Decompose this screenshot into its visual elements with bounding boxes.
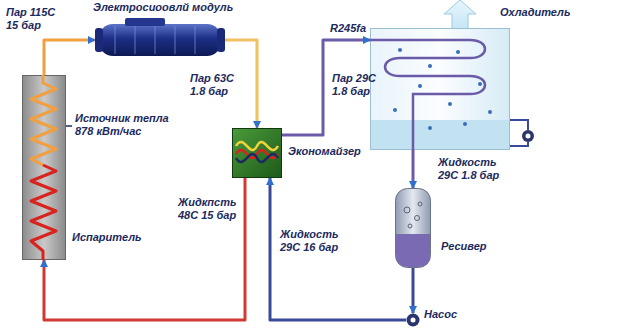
pipe-connector (44, 40, 95, 75)
water-pump (522, 130, 534, 142)
economizer-shape (232, 128, 282, 178)
generator-module: Электросиоовлй модуль (95, 18, 225, 62)
pump-shape (406, 313, 420, 327)
state-label: Источник тепла 878 кВт/час (75, 112, 169, 138)
state-label: Жидкость 29C 1.8 бар (438, 156, 518, 182)
receiver-tank: Ресивер (395, 188, 431, 268)
pipe-connector (412, 150, 415, 188)
pump-hub (526, 134, 531, 139)
evaporator-shape (22, 75, 66, 260)
node-label: Электросиоовлй модуль (93, 1, 233, 14)
state-label: Пар 29C 1.8 бар (332, 72, 394, 98)
evaporator: Испаритель (22, 75, 66, 260)
cooler-tower: Охладитель (370, 28, 510, 150)
pump: Насос (406, 313, 420, 327)
pipe-connector (412, 268, 415, 313)
economizer: Экономайзер (232, 128, 282, 178)
node-label: Ресивер (441, 240, 487, 253)
pipe-connector (270, 178, 406, 320)
node-label: Охладитель (500, 6, 570, 19)
state-label: Пар 115C 15 бар (6, 6, 64, 32)
generator-module-shape (95, 18, 225, 62)
state-label: Пар 63C 1.8 бар (190, 72, 252, 98)
node-label: Насос (424, 308, 457, 321)
node-label: Испаритель (72, 231, 142, 244)
node-label: Экономайзер (288, 145, 361, 158)
leader-line (66, 125, 72, 127)
cooler-tower-shape (370, 28, 510, 150)
state-label: Жидкпсть 48C 15 бар (178, 196, 240, 222)
receiver-tank-shape (395, 188, 431, 268)
state-label: Жидкость 29C 16 бар (280, 228, 360, 254)
pipe-connector (44, 178, 245, 320)
state-label: R245fa (330, 22, 400, 35)
